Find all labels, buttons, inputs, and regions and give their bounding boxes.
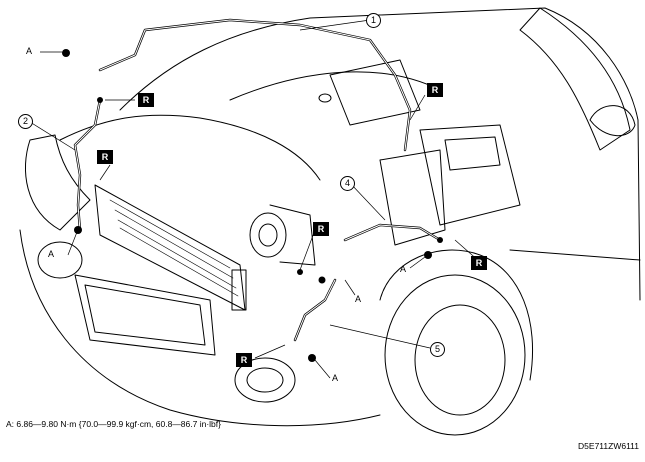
leader-2 (29, 121, 76, 151)
leader-5 (329, 324, 431, 349)
receiver-drier (231, 269, 247, 311)
leader-1 (299, 19, 371, 31)
replace-marker-6: R (236, 353, 252, 367)
replace-marker-3: R (427, 83, 443, 97)
label-a-1: A (26, 46, 33, 56)
side-body (509, 249, 641, 261)
leader-r3 (409, 94, 426, 121)
torque-specification-note: A: 6.86—9.80 N·m {70.0—99.9 kgf·cm, 60.8… (6, 419, 221, 429)
blower-duct (379, 149, 446, 246)
fog-lamp-left (37, 241, 83, 279)
cooler-pipe-5 (293, 278, 337, 342)
leader-a2 (67, 231, 78, 256)
hood-outline (119, 7, 641, 301)
label-a-3: A (400, 264, 407, 274)
leader-a4 (344, 279, 356, 296)
bolt-a5 (308, 354, 316, 362)
leader-r2 (99, 164, 111, 181)
bolt-a4 (318, 276, 326, 284)
callout-4: 4 (340, 176, 355, 191)
front-wheel (384, 274, 526, 436)
leader-4 (349, 182, 386, 221)
bolt-a2 (74, 226, 82, 234)
side-mirror (589, 105, 636, 137)
leader-a5 (314, 359, 331, 379)
bolt-a1 (62, 49, 70, 57)
headlamp-left (24, 134, 91, 231)
replace-marker-5: R (471, 256, 487, 270)
compressor-pulley (249, 212, 287, 258)
hood-edge (59, 114, 321, 181)
fog-lamp-right (234, 357, 296, 403)
cooler-pipe-1 (98, 18, 412, 152)
evaporator-housing (329, 59, 421, 126)
compressor-body (269, 204, 316, 266)
grille-inner (84, 284, 206, 346)
front-wheel-inner (414, 304, 506, 416)
callout-1: 1 (366, 13, 381, 28)
heater-unit (419, 124, 521, 226)
figure-code: D5E711ZW6111 (578, 441, 639, 451)
front-fascia (19, 229, 381, 427)
callout-5: 5 (430, 342, 445, 357)
replace-marker-2: R (97, 150, 113, 164)
hood-inner-curve (229, 71, 441, 101)
label-a-5: A (332, 373, 339, 383)
leader-a3 (409, 256, 426, 269)
leader-r4 (299, 229, 316, 271)
replace-marker-4: R (313, 222, 329, 236)
bolt-a3 (424, 251, 432, 259)
label-a-2: A (48, 249, 55, 259)
leader-r6 (254, 344, 286, 359)
windshield (519, 7, 631, 151)
grille-outline (74, 274, 216, 356)
fender-arch (379, 249, 534, 381)
callout-2: 2 (18, 114, 33, 129)
fog-lamp-right-inner (246, 367, 284, 393)
condenser (94, 184, 246, 311)
replace-marker-1: R (138, 93, 154, 107)
label-a-4: A (355, 294, 362, 304)
